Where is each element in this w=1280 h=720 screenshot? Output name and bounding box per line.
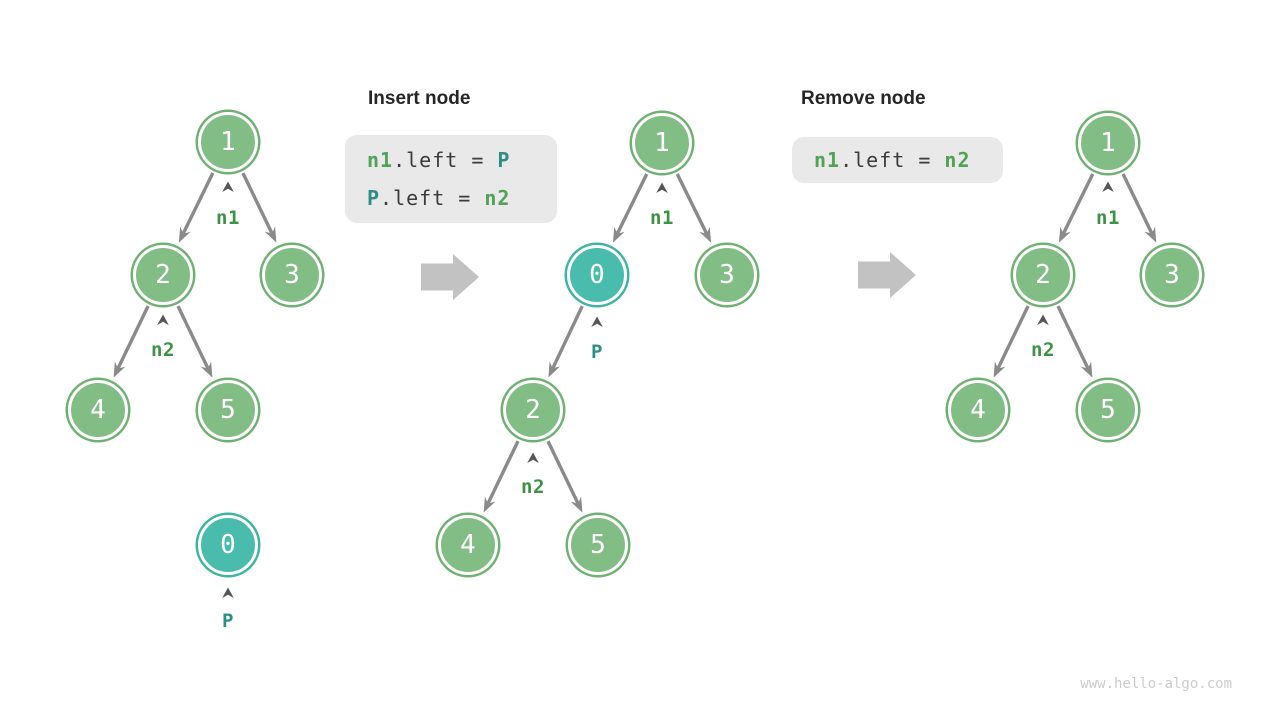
tree-node-l0: 0 — [198, 515, 258, 575]
tree-node-r2: 2 — [1013, 245, 1073, 305]
tree-node-l2: 2 — [133, 245, 193, 305]
pointer-label-n2: n2 — [521, 476, 545, 498]
code-token: .left = — [840, 148, 945, 172]
remove-code-box: n1.left = n2 — [792, 137, 1003, 183]
caret-up-icon — [1037, 314, 1049, 325]
tree-edge-arrowhead-icon — [612, 226, 625, 243]
code-token: .left = — [393, 148, 498, 172]
pointer-label-p: P — [591, 341, 603, 363]
tree-edge-arrowhead-icon — [993, 361, 1006, 378]
tree-edge-arrowhead-icon — [570, 496, 583, 513]
tree-node-m1: 1 — [632, 113, 692, 173]
code-line: n1.left = n2 — [814, 141, 981, 179]
transform-arrow-icon — [421, 254, 479, 300]
caret-up-icon — [222, 587, 234, 598]
remove-section-title: Remove node — [801, 88, 926, 109]
tree-node-m0: 0 — [567, 245, 627, 305]
caret-up-icon — [222, 181, 234, 192]
caret-up-icon — [656, 182, 668, 193]
tree-node-r1: 1 — [1078, 113, 1138, 173]
insert-section-title: Insert node — [368, 88, 471, 109]
tree-edge — [675, 173, 709, 235]
code-token: n2 — [944, 148, 971, 172]
tree-node-m2: 2 — [503, 380, 563, 440]
pointer-label-n1: n1 — [1096, 207, 1120, 229]
code-token: P — [497, 148, 511, 172]
code-token: n1 — [367, 148, 394, 172]
tree-node-l5: 5 — [198, 380, 258, 440]
tree-edge — [996, 305, 1030, 370]
tree-node-m3: 3 — [697, 245, 757, 305]
tree-edge — [551, 305, 584, 370]
tree-edge-arrowhead-icon — [200, 361, 213, 378]
tree-edge-arrowhead-icon — [1058, 226, 1071, 243]
tree-edge-arrowhead-icon — [548, 361, 561, 378]
transform-arrow-icon — [858, 252, 916, 298]
watermark: www.hello-algo.com — [1080, 676, 1232, 692]
tree-node-m4: 4 — [438, 515, 498, 575]
tree-edge-arrowhead-icon — [113, 361, 126, 378]
tree-edge-arrowhead-icon — [699, 226, 712, 243]
pointer-label-n1: n1 — [216, 207, 240, 229]
pointer-label-n2: n2 — [151, 339, 175, 361]
tree-edge — [615, 173, 649, 235]
code-token: n1 — [814, 148, 841, 172]
tree-node-m5: 5 — [568, 515, 628, 575]
tree-edge — [546, 440, 580, 505]
caret-up-icon — [591, 316, 603, 327]
tree-edge — [1061, 173, 1095, 235]
pointer-label-n2: n2 — [1031, 339, 1055, 361]
caret-up-icon — [157, 314, 169, 325]
tree-edge-arrowhead-icon — [1144, 226, 1157, 243]
tree-node-l4: 4 — [68, 380, 128, 440]
tree-edge-arrowhead-icon — [1080, 361, 1093, 378]
tree-edge — [1056, 305, 1090, 370]
tree-edge-arrowhead-icon — [483, 496, 496, 513]
tree-edge — [1121, 173, 1154, 235]
tree-node-r3: 3 — [1142, 245, 1202, 305]
code-token: P — [367, 186, 381, 210]
tree-edge — [486, 440, 520, 505]
tree-edge — [116, 305, 150, 370]
pointer-label-n1: n1 — [650, 207, 674, 229]
code-line: P.left = n2 — [367, 179, 535, 217]
tree-edge — [241, 172, 274, 235]
tree-edge-arrowhead-icon — [178, 226, 191, 243]
pointer-label-p: P — [222, 610, 234, 632]
tree-node-r4: 4 — [948, 380, 1008, 440]
tree-node-l1: 1 — [198, 112, 258, 172]
code-token: n2 — [484, 186, 511, 210]
caret-up-icon — [527, 452, 539, 463]
caret-up-icon — [1102, 181, 1114, 192]
tree-node-l3: 3 — [262, 245, 322, 305]
tree-edge — [181, 172, 215, 235]
tree-edge-arrowhead-icon — [264, 226, 277, 243]
tree-node-r5: 5 — [1078, 380, 1138, 440]
code-line: n1.left = P — [367, 141, 535, 179]
tree-edge — [176, 305, 210, 370]
code-token: .left = — [380, 186, 485, 210]
